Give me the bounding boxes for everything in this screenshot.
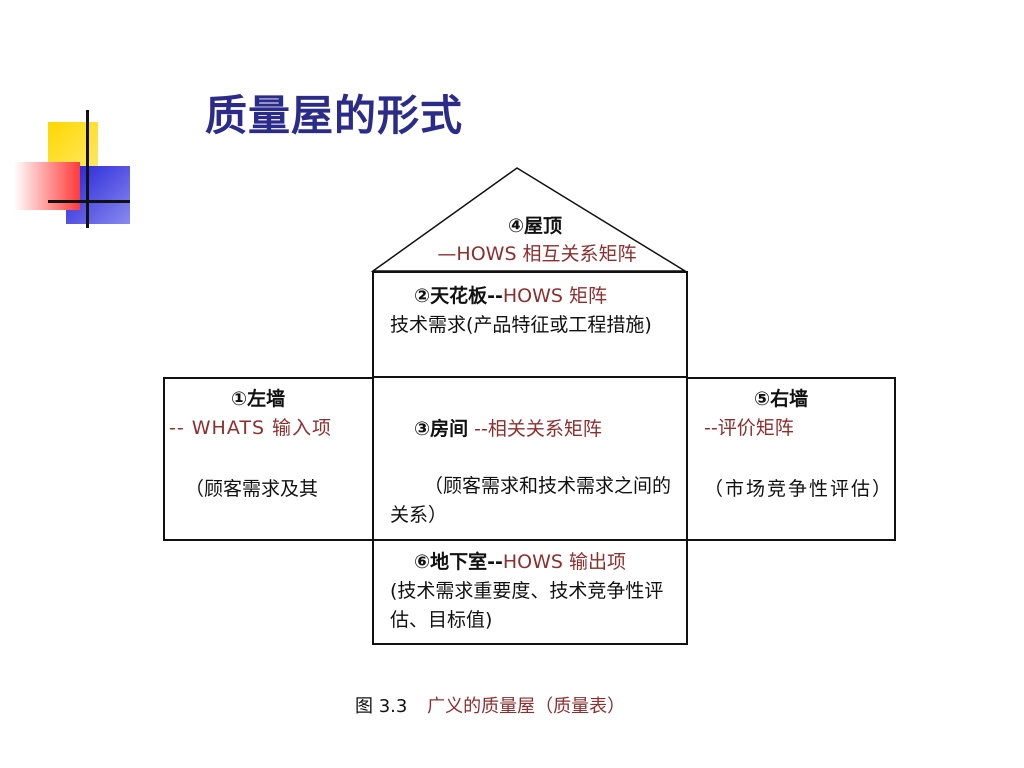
ceiling-box: ②天花板--HOWS 矩阵 技术需求(产品特征或工程措施)	[372, 271, 688, 378]
basement-text: ⑥地下室--HOWS 输出项 (技术需求重要度、技术竞争性评估、目标值)	[374, 541, 686, 635]
roof-label: ④屋顶	[507, 215, 563, 237]
ceiling-desc: 技术需求(产品特征或工程措施)	[390, 314, 652, 336]
left-wall-label: ①左墙	[231, 388, 286, 410]
basement-box: ⑥地下室--HOWS 输出项 (技术需求重要度、技术竞争性评估、目标值)	[372, 539, 688, 645]
room-name: --相关关系矩阵	[468, 418, 602, 440]
right-wall-label: ⑤右墙	[754, 388, 809, 410]
deco-horizontal-line	[48, 200, 130, 203]
caption-prefix: 图 3.3	[355, 696, 408, 717]
decoration	[14, 110, 134, 230]
roof-text: ④屋顶 —HOWS 相互关系矩阵	[400, 212, 670, 268]
page-title: 质量屋的形式	[205, 91, 464, 140]
left-wall-text: ①左墙 -- WHATS 输入项 （顾客需求及其	[165, 379, 373, 504]
right-wall-box: ⑤右墙 --评价矩阵 （市场竞争性评估）	[686, 377, 896, 541]
room-box: ③房间 --相关关系矩阵 （顾客需求和技术需求之间的关系）	[372, 376, 688, 541]
ceiling-sep: --	[487, 285, 503, 307]
room-text: ③房间 --相关关系矩阵 （顾客需求和技术需求之间的关系）	[374, 378, 686, 530]
figure-caption: 图 3.3 广义的质量屋（质量表）	[355, 692, 625, 718]
basement-desc: (技术需求重要度、技术竞争性评估、目标值)	[390, 580, 664, 631]
left-wall-desc: （顾客需求及其	[185, 478, 319, 500]
ceiling-label: ②天花板	[414, 285, 488, 307]
room-desc: （顾客需求和技术需求之间的关系）	[390, 475, 672, 526]
right-wall-text: ⑤右墙 --评价矩阵 （市场竞争性评估）	[688, 379, 894, 504]
deco-vertical-line	[86, 110, 89, 228]
basement-label: ⑥地下室	[414, 551, 488, 573]
caption-text: 广义的质量屋（质量表）	[427, 696, 626, 717]
right-wall-name: --评价矩阵	[704, 417, 794, 439]
basement-name: HOWS 输出项	[502, 551, 627, 573]
roof-desc: —HOWS 相互关系矩阵	[437, 243, 637, 265]
basement-sep: --	[487, 551, 503, 573]
room-label: ③房间	[414, 418, 469, 440]
ceiling-text: ②天花板--HOWS 矩阵 技术需求(产品特征或工程措施)	[374, 273, 686, 340]
left-wall-box: ①左墙 -- WHATS 输入项 （顾客需求及其	[163, 377, 375, 541]
left-wall-name: -- WHATS 输入项	[169, 417, 333, 439]
ceiling-name: HOWS 矩阵	[502, 285, 608, 307]
right-wall-desc: （市场竞争性评估）	[704, 478, 894, 500]
